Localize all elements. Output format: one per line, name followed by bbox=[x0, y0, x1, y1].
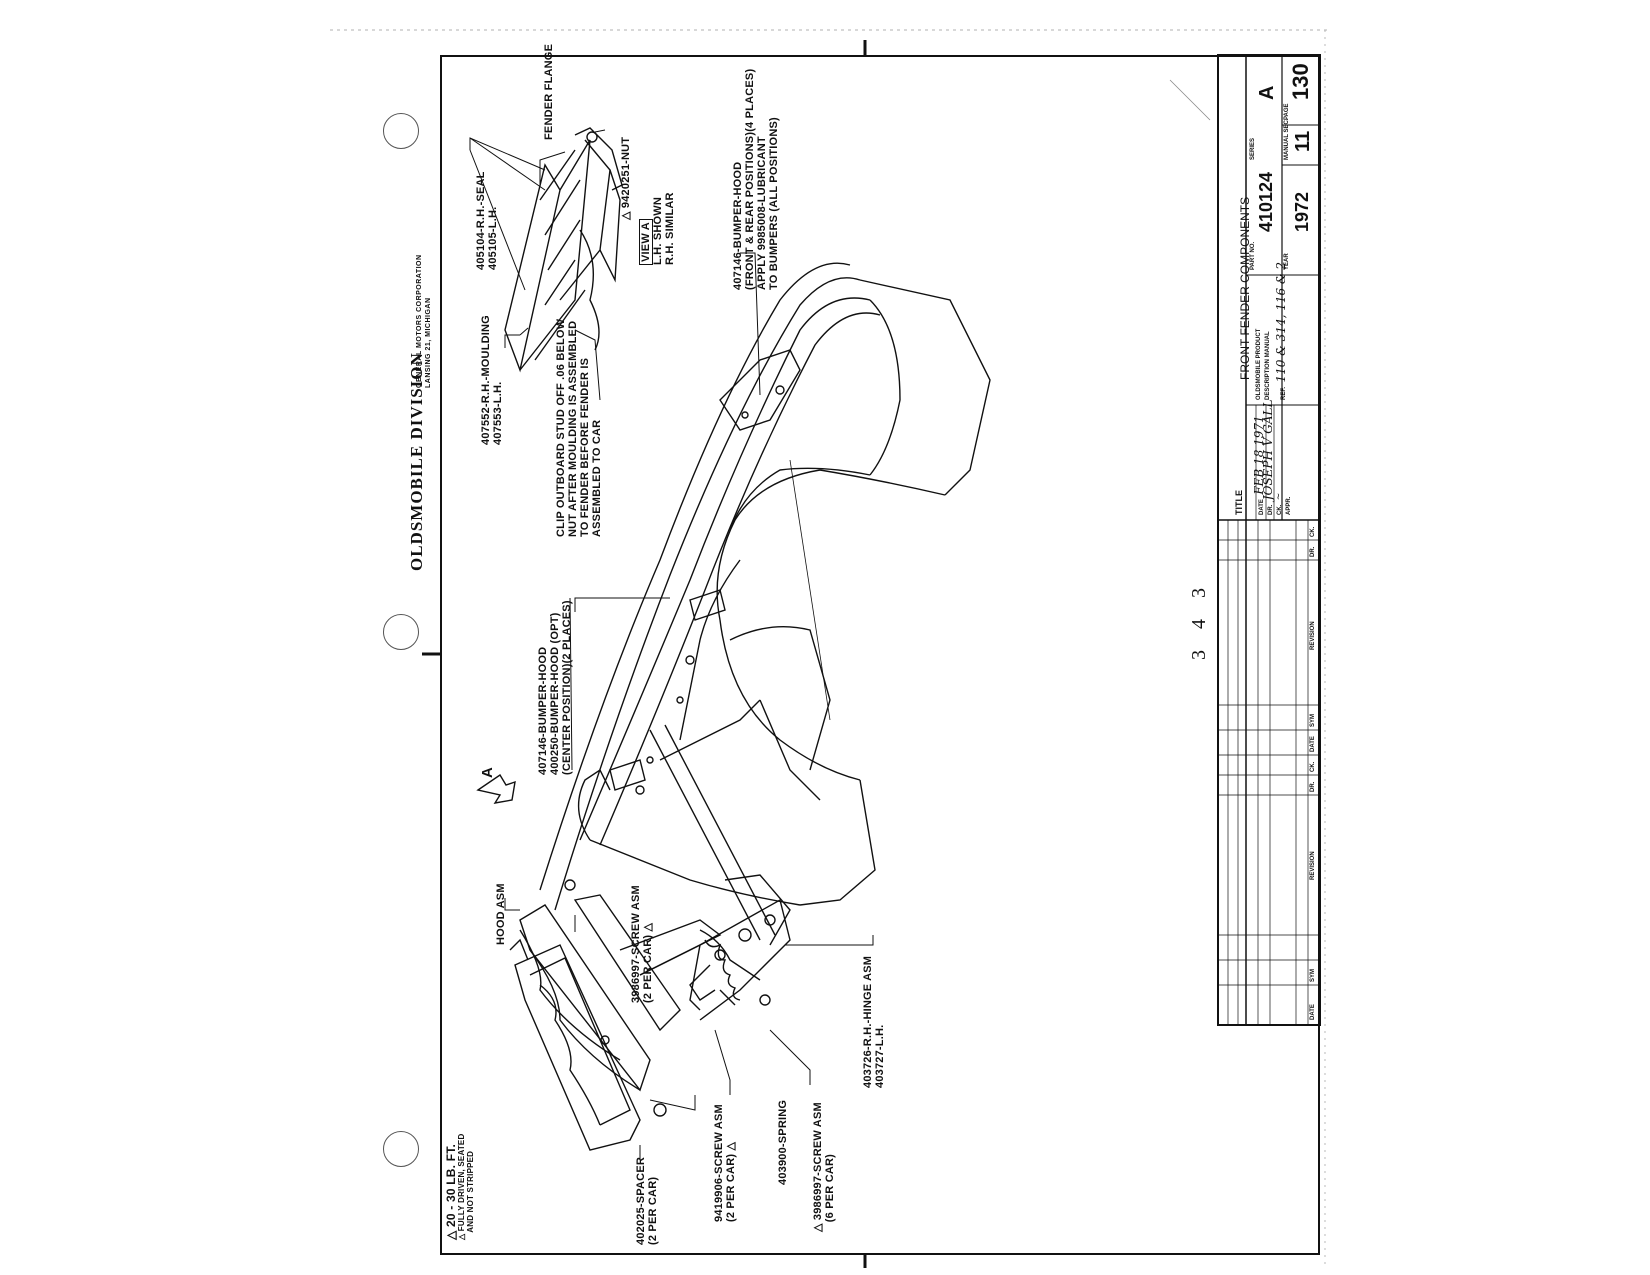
part-no-label: PART NO. bbox=[1250, 241, 1256, 270]
rev-header-dr-1: DR. bbox=[1310, 781, 1316, 792]
series-label: SERIES bbox=[1250, 137, 1256, 160]
rev-header-sym-2: SYM bbox=[1310, 713, 1316, 727]
fender-outline bbox=[539, 262, 991, 941]
rev-header-ck-1: CK. bbox=[1310, 761, 1316, 772]
moulding-detail bbox=[504, 127, 623, 373]
rev-header-revision-2: REVISION bbox=[1310, 621, 1316, 650]
product-line2: DESCRIPTION MANUAL bbox=[1265, 331, 1271, 400]
drawn-by-value: JOSEPH V GALL bbox=[1261, 399, 1275, 501]
rev-header-sym-1: SYM bbox=[1310, 968, 1316, 982]
binder-hole-middle bbox=[383, 614, 419, 650]
rev-header-date-2: DATE bbox=[1310, 736, 1316, 752]
spring bbox=[689, 939, 741, 1011]
title-text: FRONT FENDER COMPONENTS bbox=[1238, 196, 1252, 380]
manual-sec-value: 11 bbox=[1292, 130, 1314, 152]
ref-label: REF. bbox=[1281, 386, 1287, 400]
year-value: 1972 bbox=[1292, 191, 1312, 232]
rev-header-revision-1: REVISION bbox=[1310, 851, 1316, 880]
ref-row: REF. 110 & 314, 116 & 2 bbox=[1272, 262, 1290, 400]
page-label: PAGE bbox=[1284, 103, 1290, 120]
manual-sec-label: MANUAL SEC. bbox=[1284, 118, 1290, 160]
series-value: A bbox=[1256, 85, 1278, 100]
part-no-value: 410124 bbox=[1256, 171, 1276, 232]
rev-header-dr-2: DR. bbox=[1310, 546, 1316, 557]
ref-value: 110 & 314, 116 & 2 bbox=[1274, 261, 1288, 383]
binder-hole-bottom bbox=[383, 1131, 419, 1167]
product-line1: OLDSMOBILE PRODUCT bbox=[1256, 328, 1262, 400]
appr-label: APPR. bbox=[1286, 496, 1292, 515]
year-label: YEAR bbox=[1284, 253, 1290, 270]
leader-lines bbox=[469, 129, 874, 1160]
view-arrow bbox=[476, 774, 516, 804]
appr-row: APPR. bbox=[1277, 497, 1295, 515]
rev-header-date-1: DATE bbox=[1310, 1004, 1316, 1020]
page-value: 130 bbox=[1288, 63, 1313, 100]
hood-spacer bbox=[509, 938, 641, 1151]
rev-header-ck-2: CK. bbox=[1310, 526, 1316, 537]
binder-hole-top bbox=[383, 113, 419, 149]
title-label: TITLE bbox=[1234, 490, 1244, 515]
